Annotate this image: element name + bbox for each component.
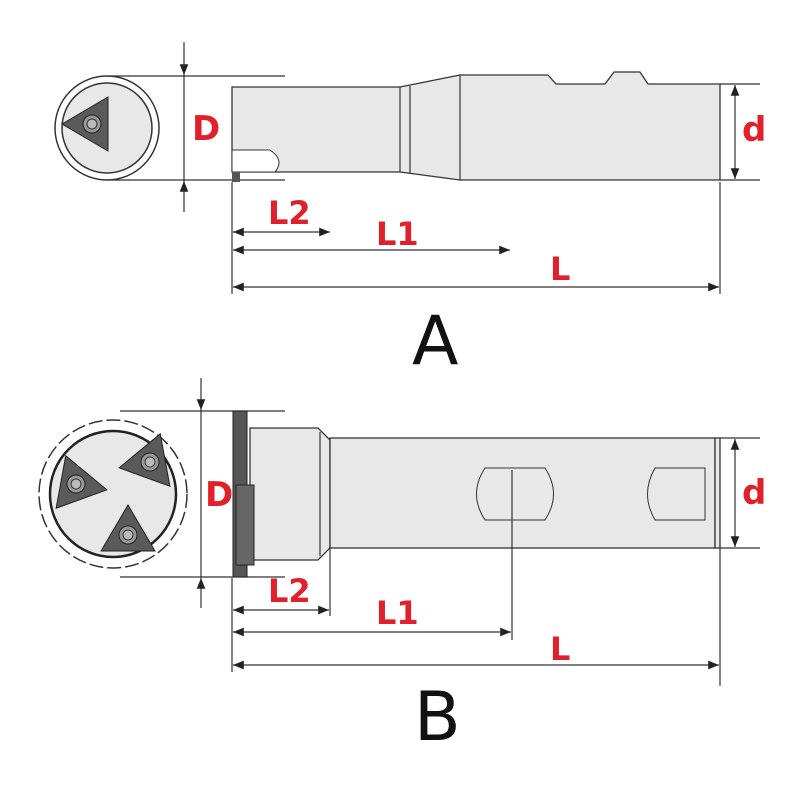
label-d: d: [742, 473, 766, 513]
label-L1: L1: [376, 215, 419, 253]
label-D: D: [205, 475, 233, 515]
label-L1: L1: [376, 594, 419, 632]
view-title-a: A: [412, 302, 459, 381]
label-L2: L2: [268, 194, 311, 232]
label-L: L: [550, 630, 570, 668]
cutter-body-b: [232, 410, 721, 578]
end-view-a: [54, 75, 160, 181]
label-D: D: [192, 109, 220, 149]
shank-a: [231, 71, 721, 182]
length-dimensions-a: [231, 182, 721, 294]
diameter-dimension-a: [110, 42, 285, 212]
length-dimensions-b: [231, 470, 721, 686]
view-a: D d L2 L1 L A: [54, 42, 766, 381]
view-title-b: B: [414, 678, 461, 757]
diameter-dimension-b: [120, 378, 285, 608]
label-L: L: [550, 250, 570, 288]
label-d: d: [742, 110, 766, 150]
shank-diameter-dimension-b: [720, 437, 760, 549]
shank-diameter-dimension-a: [720, 83, 760, 181]
label-L2: L2: [268, 572, 311, 610]
end-view-b: [38, 419, 188, 569]
view-b: D d L2 L1 L B: [38, 378, 766, 757]
